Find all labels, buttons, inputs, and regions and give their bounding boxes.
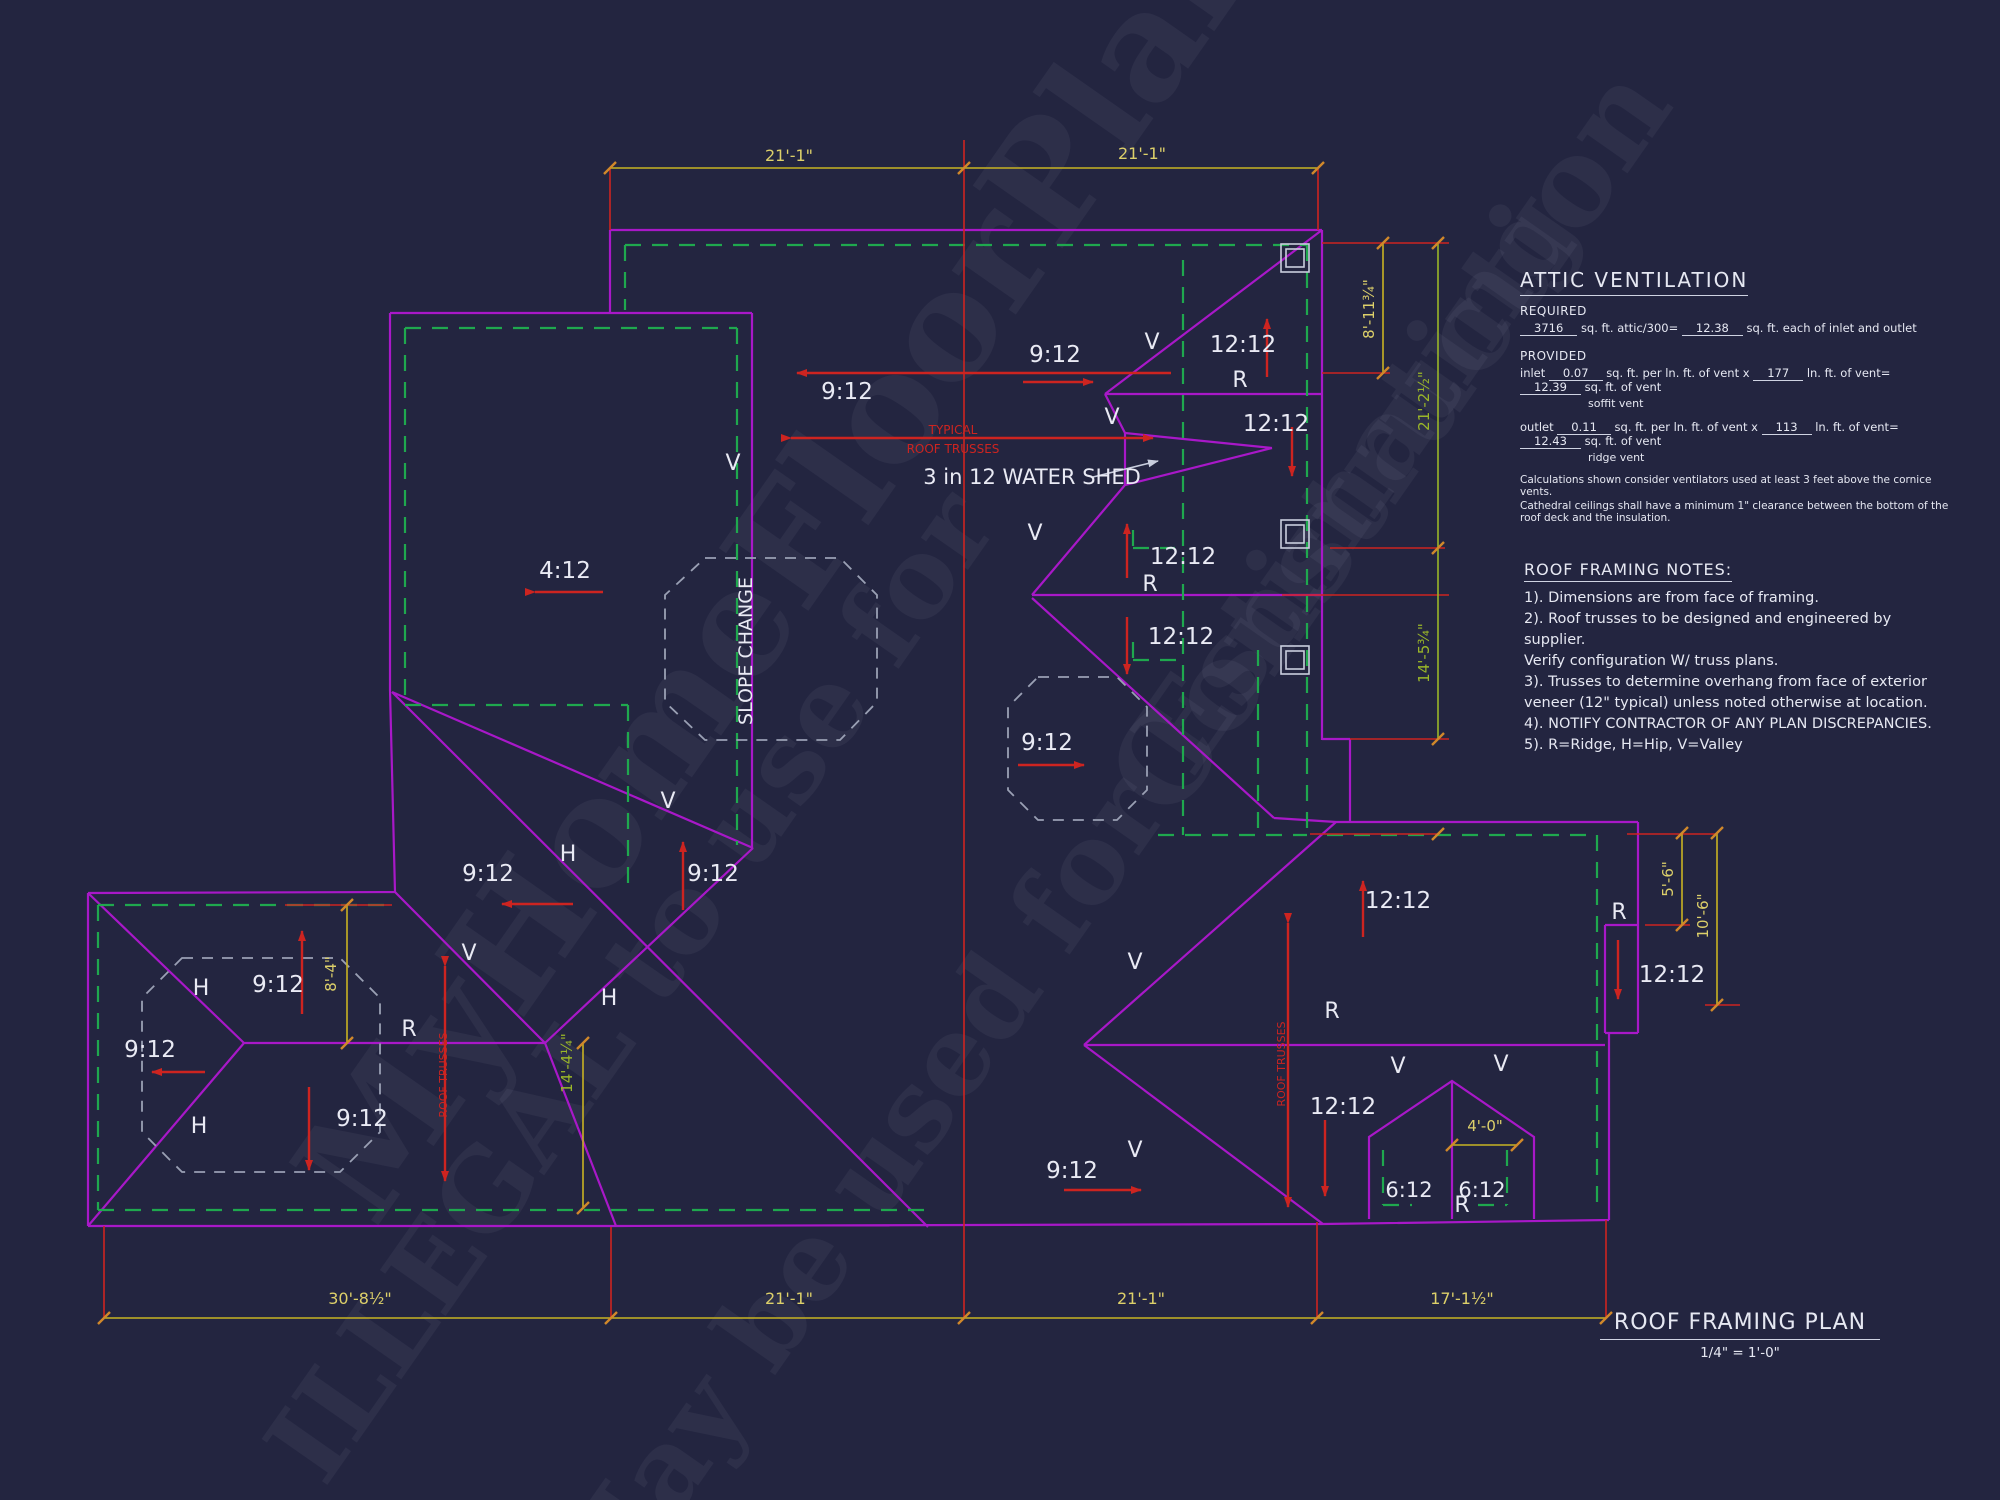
plan-label: R xyxy=(1142,572,1157,597)
plan-label: V xyxy=(1127,950,1142,975)
plan-label: 9:12 xyxy=(462,861,514,887)
dimension-label: 21'-1" xyxy=(1118,144,1166,163)
roof-framing-note: Verify configuration W/ truss plans. xyxy=(1524,653,1779,669)
hip-octagon-left xyxy=(141,957,381,1173)
plan-label: 9:12 xyxy=(687,861,739,887)
roof-framing-note: veneer (12" typical) unless noted otherw… xyxy=(1524,695,1928,711)
plan-label: V xyxy=(1493,1052,1508,1077)
plan-label: H xyxy=(191,1114,208,1139)
plan-label: 12:12 xyxy=(1150,544,1216,570)
plan-label: V xyxy=(1390,1054,1405,1079)
plan-label: 12:12 xyxy=(1310,1094,1376,1120)
dimension-label: 30'-8½" xyxy=(328,1289,392,1308)
plan-label: R xyxy=(1324,999,1339,1024)
slope-change-octagon xyxy=(664,557,878,741)
dimension-label: 21'-1" xyxy=(765,146,813,165)
plan-label: 12:12 xyxy=(1365,888,1431,914)
attic-inlet-caption: soffit vent xyxy=(1588,397,1644,410)
dimension-label: 8'-11¾" xyxy=(1360,279,1378,339)
plan-label: ROOF TRUSSES xyxy=(1275,1021,1288,1106)
attic-outlet-row: outlet 0.11 sq. ft. per ln. ft. of vent … xyxy=(1520,420,1899,449)
roof-framing-note: 5). R=Ridge, H=Hip, V=Valley xyxy=(1524,737,1743,753)
plan-label: 9:12 xyxy=(1029,342,1081,368)
roof-framing-note: 3). Trusses to determine overhang from f… xyxy=(1524,674,1927,690)
plan-label: R xyxy=(401,1017,416,1042)
attic-note-1: Calculations shown consider ventilators … xyxy=(1520,474,1932,498)
roof-framing-notes-block: ROOF FRAMING NOTES: 1). Dimensions are f… xyxy=(1524,560,1944,756)
dimension-label: 4'-0" xyxy=(1467,1117,1503,1135)
attic-inlet-row: inlet 0.07 sq. ft. per ln. ft. of vent x… xyxy=(1520,366,1891,395)
plan-scale: 1/4" = 1'-0" xyxy=(1700,1345,1780,1361)
roof-framing-note: 2). Roof trusses to be designed and engi… xyxy=(1524,611,1892,648)
plan-label: 9:12 xyxy=(1021,730,1073,756)
plan-label: R xyxy=(1611,900,1626,925)
water-shed-leader xyxy=(1092,459,1159,478)
dimension-lines-yellow xyxy=(104,167,1718,1319)
plan-label: 12:12 xyxy=(1639,962,1705,988)
slope-arrows xyxy=(151,318,1622,1208)
plan-label: H xyxy=(193,976,210,1001)
dimension-label: 10'-6" xyxy=(1694,893,1712,938)
plan-label: SLOPE CHANGE xyxy=(735,577,757,725)
attic-required-label: REQUIRED xyxy=(1520,304,1587,318)
plan-label: V xyxy=(1104,405,1119,430)
dimension-ticks xyxy=(97,161,1724,1325)
attic-ventilation-block: ATTIC VENTILATION REQUIRED 3716 sq. ft. … xyxy=(1520,268,1950,526)
plan-labels: 9:12 9:12 9:12 9:12 9:12 9:12 9:12 9:12 9:12 4:12… xyxy=(124,144,1712,1308)
attic-required-row: 3716 sq. ft. attic/300= 12.38 sq. ft. ea… xyxy=(1520,321,1950,336)
red-extension-lines xyxy=(103,140,1740,1318)
dimension-label: 21'-1" xyxy=(765,1289,813,1308)
attic-provided-label: PROVIDED xyxy=(1520,349,1587,363)
dimension-label: 14'-5¾" xyxy=(1415,623,1433,683)
roof-framing-note: 4). NOTIFY CONTRACTOR OF ANY PLAN DISCRE… xyxy=(1524,716,1932,732)
dimension-label: 21'-1" xyxy=(1117,1289,1165,1308)
octagon-middle xyxy=(1007,676,1148,821)
plan-label: V xyxy=(1127,1138,1142,1163)
plan-label: H xyxy=(560,842,577,867)
plan-label: 9:12 xyxy=(821,379,873,405)
wall-dashed-lines xyxy=(96,243,1599,1212)
plan-label: 9:12 xyxy=(252,972,304,998)
roof-framing-note: 1). Dimensions are from face of framing. xyxy=(1524,590,1819,606)
plan-label: R xyxy=(1232,368,1247,393)
plan-label: 6:12 xyxy=(1458,1178,1505,1202)
dimension-label: 14'-4¼" xyxy=(558,1033,576,1093)
plan-label: V xyxy=(660,789,675,814)
roof-framing-notes-lines: 1). Dimensions are from face of framing.… xyxy=(1524,588,1944,756)
plan-label: ROOF TRUSSES xyxy=(907,442,1000,456)
roof-vent-boxes xyxy=(1280,243,1310,675)
plan-label: 9:12 xyxy=(336,1106,388,1132)
attic-note-2: Cathedral ceilings shall have a minimum … xyxy=(1520,500,1949,524)
plan-label: 4:12 xyxy=(539,558,591,584)
dimension-label: 5'-6" xyxy=(1659,861,1677,897)
title-block: ROOF FRAMING PLAN 1/4" = 1'-0" xyxy=(1600,1310,1880,1361)
plan-label: V xyxy=(461,941,476,966)
plan-label: R xyxy=(1454,1193,1469,1218)
dimension-label: 21'-2½" xyxy=(1415,371,1433,431)
attic-outlet-caption: ridge vent xyxy=(1588,451,1645,464)
plan-label: 3 in 12 WATER SHED xyxy=(923,465,1141,489)
roof-framing-notes-title: ROOF FRAMING NOTES: xyxy=(1524,560,1733,582)
plan-label: 12:12 xyxy=(1210,332,1276,358)
attic-ventilation-title: ATTIC VENTILATION xyxy=(1520,268,1749,296)
plan-label: V xyxy=(725,451,740,476)
dimension-label: 8'-4" xyxy=(322,956,340,992)
plan-label: ROOF TRUSSES xyxy=(437,1032,450,1117)
plan-label: 12:12 xyxy=(1243,411,1309,437)
plan-title: ROOF FRAMING PLAN xyxy=(1600,1310,1880,1340)
plan-label: 9:12 xyxy=(1046,1158,1098,1184)
plan-label: 12:12 xyxy=(1148,624,1214,650)
plan-label: 9:12 xyxy=(124,1037,176,1063)
plan-label: TYPICAL xyxy=(928,423,978,437)
plan-label: 6:12 xyxy=(1385,1178,1432,1202)
roof-outline-lines xyxy=(86,228,1640,1228)
plan-label: V xyxy=(1144,330,1159,355)
dimension-label: 17'-1½" xyxy=(1430,1289,1494,1308)
plan-label: V xyxy=(1027,521,1042,546)
plan-label: H xyxy=(601,986,618,1011)
